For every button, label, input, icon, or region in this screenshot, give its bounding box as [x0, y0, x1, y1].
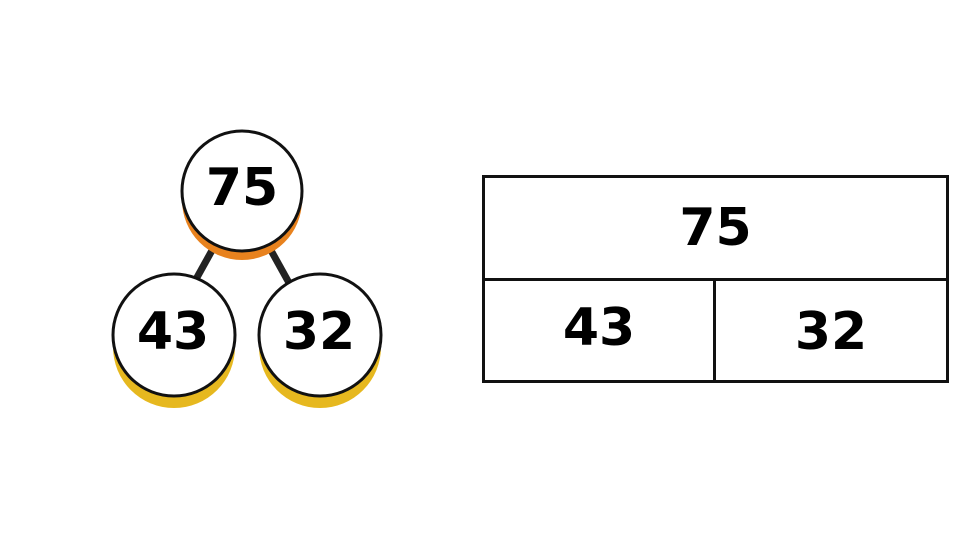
bond-whole-circle — [180, 129, 304, 260]
bar-model: 75 43 32 — [482, 175, 949, 383]
bar-whole-cell: 75 — [485, 178, 946, 281]
bar-part-left-cell: 43 — [485, 281, 716, 383]
bond-part-right-value: 32 — [282, 302, 356, 362]
bar-part-right-cell: 32 — [716, 281, 946, 383]
bar-part-right-value: 32 — [794, 302, 868, 362]
bond-whole-value: 75 — [205, 158, 279, 218]
bar-whole-value: 75 — [679, 198, 752, 258]
bond-part-left-circle — [111, 272, 237, 408]
bar-part-left-value: 43 — [562, 298, 636, 358]
bond-part-left-value: 43 — [136, 302, 210, 362]
bond-part-right-circle — [257, 272, 383, 408]
